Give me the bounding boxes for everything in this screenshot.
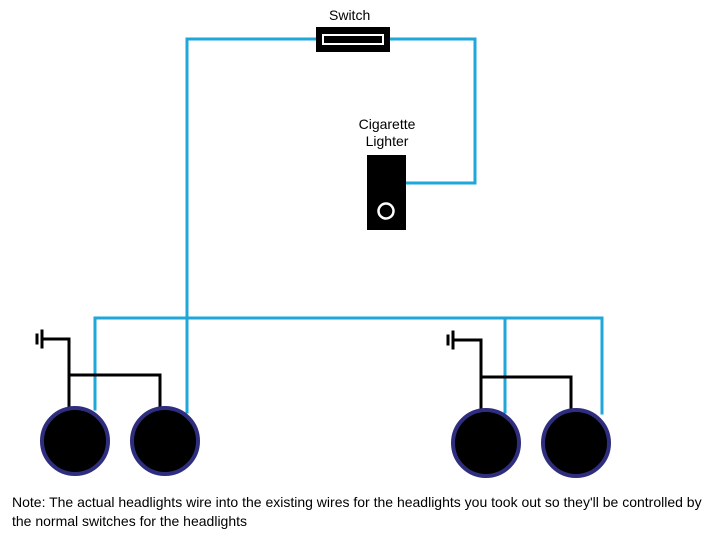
ground-wire-left-bridge	[67, 373, 162, 410]
note-text: Note: The actual headlights wire into th…	[12, 494, 702, 529]
ground-icon	[446, 330, 455, 350]
wire-switch-to-lighter	[387, 37, 477, 185]
cigarette-lighter-icon	[367, 155, 406, 230]
ground-icon	[35, 329, 44, 349]
switch-icon	[316, 27, 390, 52]
switch-label: Switch	[329, 7, 371, 23]
headlight-icon	[451, 408, 521, 478]
cigarette-lighter-label-line-1: Cigarette	[358, 116, 416, 132]
headlight-icon	[130, 406, 200, 476]
ground-wire-right	[452, 338, 483, 412]
wire-switch-to-bus	[185, 37, 319, 320]
headlight-icon	[541, 408, 611, 478]
cigarette-lighter-label-line-2: Lighter	[365, 133, 409, 149]
cigarette-lighter-label: Cigarette Lighter	[347, 116, 427, 150]
headlights	[40, 406, 611, 478]
headlight-icon	[40, 406, 110, 476]
ground-wire-left	[41, 337, 71, 410]
ground-wires	[35, 329, 573, 412]
wire-main-bus	[93, 316, 604, 415]
ground-wire-right-bridge	[479, 375, 573, 412]
positive-wires	[93, 37, 604, 415]
